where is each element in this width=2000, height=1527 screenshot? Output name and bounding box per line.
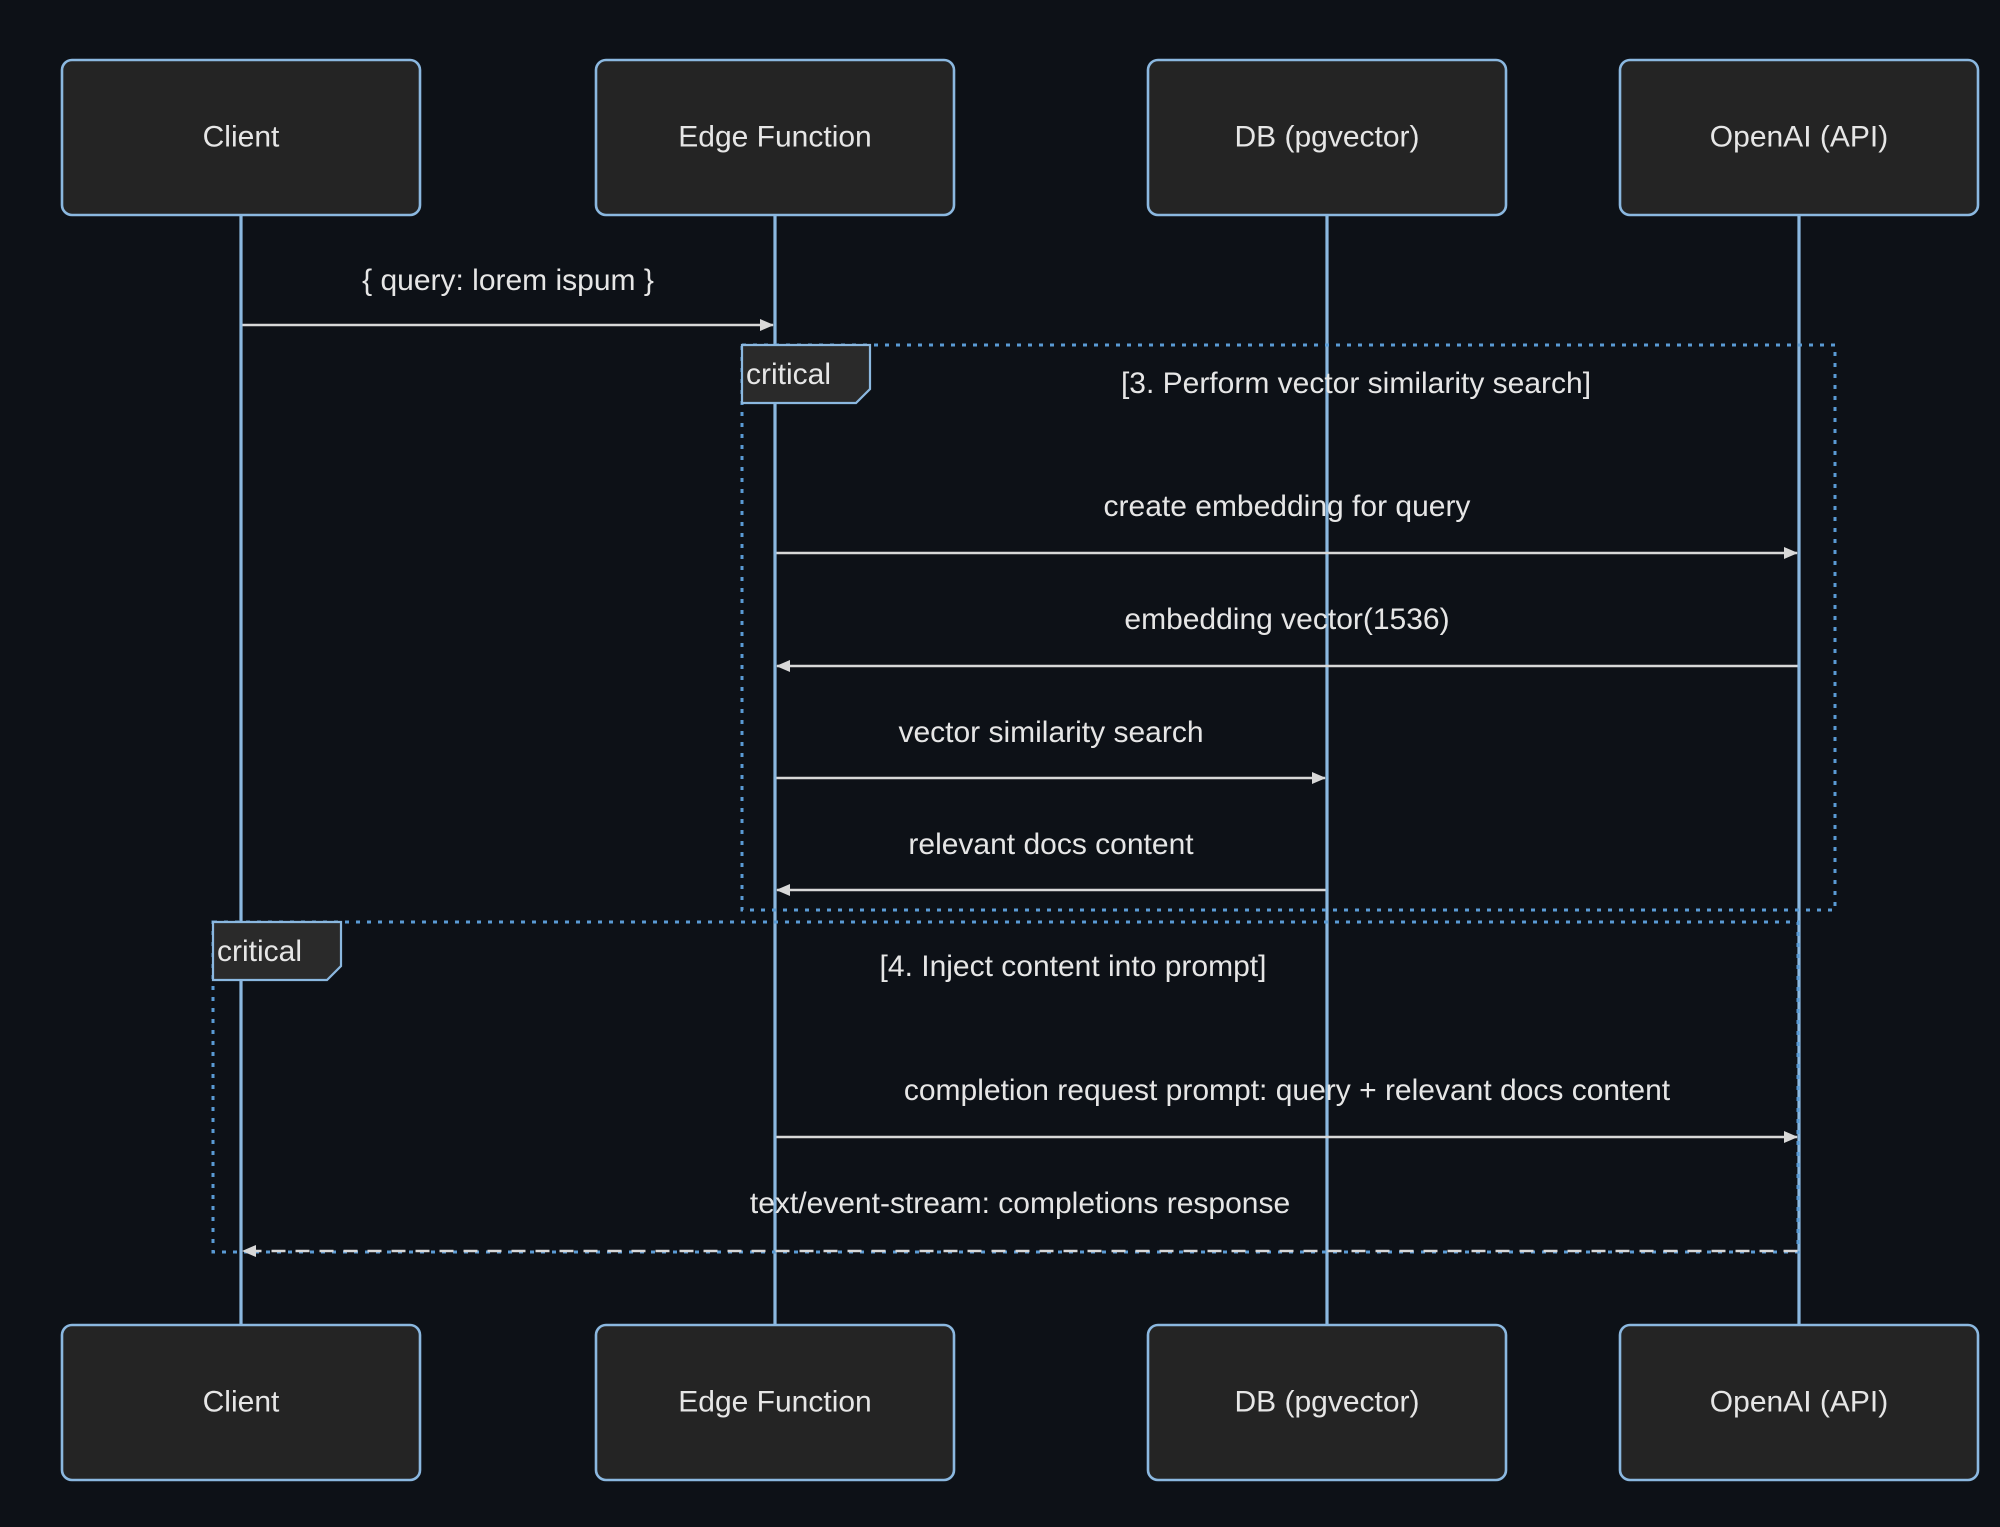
frame-critical-1-title: [3. Perform vector similarity search] — [1121, 367, 1591, 400]
message-group: { query: lorem ispum } create embedding f… — [242, 264, 1798, 1257]
actor-box-edge-bottom[interactable] — [594, 1323, 956, 1482]
message-label-m7: text/event-stream: completions response — [750, 1187, 1290, 1220]
message-label-m3: embedding vector(1536) — [1124, 603, 1449, 636]
actor-group-bottom: Client Edge Function DB (pgvector) OpenAI (… — [60, 1323, 1980, 1482]
frame-critical-2-tab — [211, 920, 343, 982]
frame-critical-2-title: [4. Inject content into prompt] — [880, 950, 1267, 983]
message-label-m6: completion request prompt: query + relev… — [904, 1074, 1671, 1107]
actor-box-client-bottom[interactable] — [60, 1323, 422, 1482]
actor-label-openai-bottom: OpenAI (API) — [1710, 1385, 1888, 1418]
frame-critical-1-outline — [740, 343, 1837, 912]
frame-group: critical [3. Perform vector similarity se… — [211, 343, 1837, 1254]
frame-critical-1-tab — [740, 343, 872, 405]
actor-box-db-bottom[interactable] — [1146, 1323, 1508, 1482]
actor-box-client-top[interactable] — [60, 58, 422, 217]
actor-group-top: Client Edge Function DB (pgvector) OpenAI (… — [60, 58, 1980, 217]
message-label-m2: create embedding for query — [1104, 490, 1471, 523]
message-label-m5: relevant docs content — [908, 828, 1194, 861]
actor-label-edge-bottom: Edge Function — [678, 1385, 871, 1418]
actor-label-client-top: Client — [203, 120, 280, 153]
actor-box-edge-top[interactable] — [594, 58, 956, 217]
message-label-m4: vector similarity search — [898, 716, 1203, 749]
actor-label-db-top: DB (pgvector) — [1234, 120, 1419, 153]
actor-label-client-bottom: Client — [203, 1385, 280, 1418]
message-label-m1: { query: lorem ispum } — [362, 264, 654, 297]
frame-critical-1-tab-label: critical — [746, 358, 831, 391]
actor-label-db-bottom: DB (pgvector) — [1234, 1385, 1419, 1418]
actor-label-openai-top: OpenAI (API) — [1710, 120, 1888, 153]
actor-label-edge-top: Edge Function — [678, 120, 871, 153]
frame-critical-2-tab-label: critical — [217, 935, 302, 968]
actor-box-openai-bottom[interactable] — [1618, 1323, 1980, 1482]
actor-box-db-top[interactable] — [1146, 58, 1508, 217]
actor-box-openai-top[interactable] — [1618, 58, 1980, 217]
